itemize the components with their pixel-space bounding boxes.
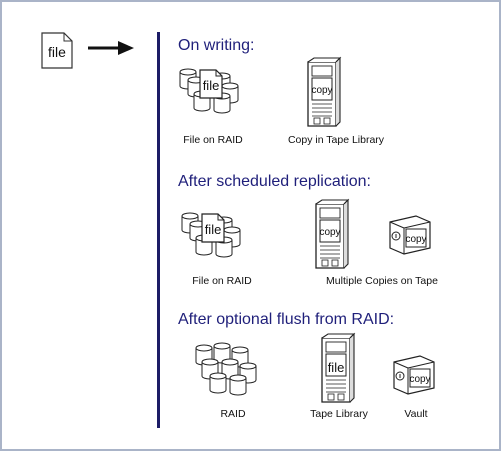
caption-multiple-copies-on-tape: Multiple Copies on Tape <box>326 275 438 287</box>
svg-text:copy: copy <box>405 234 426 245</box>
vault-icon: copy <box>389 215 431 255</box>
caption-raid: RAID <box>220 408 246 420</box>
disk-stack-with-file-icon: file <box>179 68 239 114</box>
vertical-divider <box>157 32 160 428</box>
source-file-label: file <box>48 44 66 60</box>
tape-library-icon: copy <box>307 57 341 127</box>
caption-vault: Vault <box>404 408 428 420</box>
caption-tape-library: Tape Library <box>310 408 368 420</box>
svg-text:copy: copy <box>311 85 332 96</box>
svg-text:file: file <box>328 360 345 375</box>
caption-file-on-raid: File on RAID <box>183 134 243 146</box>
svg-text:file: file <box>205 222 222 237</box>
section-heading-after-flush: After optional flush from RAID: <box>178 311 395 328</box>
vault-icon: copy <box>393 355 435 395</box>
svg-text:copy: copy <box>409 374 430 385</box>
disk-stack-icon <box>195 342 257 396</box>
svg-text:copy: copy <box>319 227 340 238</box>
tape-library-icon: file <box>321 333 355 403</box>
source-file-icon: file <box>41 32 73 69</box>
arrow-right-icon <box>88 41 134 55</box>
svg-text:file: file <box>203 78 220 93</box>
section-heading-after-replication: After scheduled replication: <box>178 173 371 190</box>
tape-library-icon: copy <box>315 199 349 269</box>
caption-file-on-raid: File on RAID <box>192 275 252 287</box>
disk-stack-with-file-icon: file <box>181 212 241 258</box>
caption-copy-in-tape-library: Copy in Tape Library <box>287 134 385 146</box>
section-heading-on-writing: On writing: <box>178 37 255 54</box>
